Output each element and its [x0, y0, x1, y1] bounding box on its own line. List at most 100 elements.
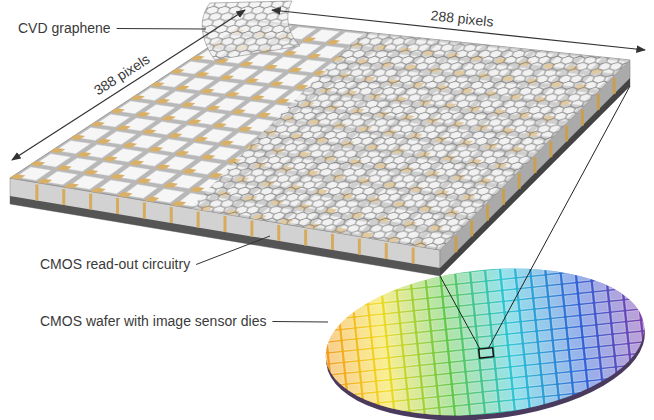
- sensor-die: [519, 288, 532, 298]
- sensor-die: [365, 404, 378, 414]
- sensor-die: [428, 287, 441, 297]
- sensor-die: [316, 365, 329, 375]
- sensor-die: [481, 359, 494, 369]
- sensor-die: [644, 331, 654, 341]
- sensor-die: [520, 299, 533, 309]
- sensor-die: [636, 254, 649, 264]
- sensor-die: [341, 318, 354, 328]
- sensor-die: [449, 340, 462, 350]
- sensor-die: [604, 379, 617, 389]
- sensor-die: [395, 401, 408, 411]
- sensor-die: [472, 415, 485, 420]
- sensor-die: [378, 381, 391, 391]
- sensor-die: [319, 398, 332, 408]
- contact-pad: [174, 150, 189, 156]
- sensor-die: [411, 410, 424, 420]
- sensor-die: [367, 282, 380, 292]
- sensor-die: [523, 332, 536, 342]
- sensor-die: [397, 279, 410, 289]
- sensor-die: [445, 307, 458, 317]
- sensor-die: [415, 310, 428, 320]
- contact-pad: [83, 170, 98, 176]
- sensor-die: [635, 243, 648, 253]
- contact-pad: [220, 75, 235, 80]
- sensor-die: [513, 378, 526, 388]
- sensor-die: [590, 248, 603, 258]
- sensor-die: [467, 371, 480, 381]
- contact-pad: [57, 165, 72, 171]
- sensor-die: [552, 318, 565, 328]
- sensor-die: [558, 373, 571, 383]
- sensor-die: [432, 320, 445, 330]
- sensor-die: [511, 356, 524, 366]
- contact-pad: [244, 78, 258, 83]
- sensor-die: [561, 406, 574, 416]
- sensor-die: [402, 323, 415, 333]
- contact-pad: [142, 129, 157, 134]
- sensor-die: [405, 356, 418, 366]
- sensor-die: [578, 282, 591, 292]
- sensor-die: [489, 292, 502, 302]
- sensor-die: [331, 364, 344, 374]
- sensor-die: [541, 353, 554, 363]
- sensor-die: [562, 273, 575, 283]
- sensor-die: [363, 382, 376, 392]
- sensor-die: [612, 312, 625, 322]
- sensor-die: [350, 406, 363, 416]
- sensor-die: [474, 293, 487, 303]
- sensor-die: [312, 332, 325, 342]
- sensor-die: [480, 348, 493, 358]
- sensor-die: [348, 384, 361, 394]
- sensor-die: [485, 403, 498, 413]
- sensor-die: [542, 363, 555, 373]
- sensor-die: [430, 309, 443, 319]
- sensor-die: [620, 245, 633, 255]
- sensor-die: [345, 362, 358, 372]
- via: [250, 221, 253, 237]
- contact-pad: [264, 64, 278, 69]
- sensor-die: [538, 331, 551, 341]
- sensor-die: [526, 354, 539, 364]
- sensor-die: [645, 342, 654, 352]
- sensor-die: [586, 359, 599, 369]
- sensor-die: [490, 303, 503, 313]
- via: [116, 198, 119, 214]
- via: [502, 189, 505, 205]
- sensor-die: [466, 360, 479, 370]
- contact-pad: [170, 69, 185, 74]
- sensor-die: [362, 371, 375, 381]
- sensor-die: [522, 321, 535, 331]
- sensor-die: [573, 371, 586, 381]
- contact-pad: [201, 154, 216, 160]
- sensor-die: [605, 390, 618, 400]
- contact-pad: [231, 109, 246, 114]
- sensor-die: [493, 335, 506, 345]
- sensor-die: [549, 285, 562, 295]
- contact-pad: [195, 72, 210, 77]
- sensor-die: [531, 409, 544, 419]
- part-label: CVD graphene: [18, 20, 111, 37]
- sensor-die: [417, 321, 430, 331]
- sensor-die: [529, 387, 542, 397]
- via: [170, 207, 173, 223]
- leader-line: [117, 28, 206, 30]
- sensor-die: [437, 374, 450, 384]
- sensor-die: [441, 407, 454, 417]
- sensor-die: [650, 385, 654, 395]
- contact-pad: [110, 108, 125, 113]
- sensor-die: [561, 262, 574, 272]
- via: [412, 248, 415, 264]
- sensor-die: [412, 278, 425, 288]
- sensor-die: [514, 388, 527, 398]
- contact-pad: [193, 137, 208, 143]
- sensor-die: [381, 414, 394, 420]
- selected-die: [479, 348, 494, 358]
- sensor-die: [349, 395, 362, 405]
- image-sensor-chip: [10, 1, 630, 276]
- sensor-die: [607, 268, 620, 278]
- via: [454, 236, 457, 252]
- sensor-die: [532, 276, 545, 286]
- via: [224, 216, 227, 232]
